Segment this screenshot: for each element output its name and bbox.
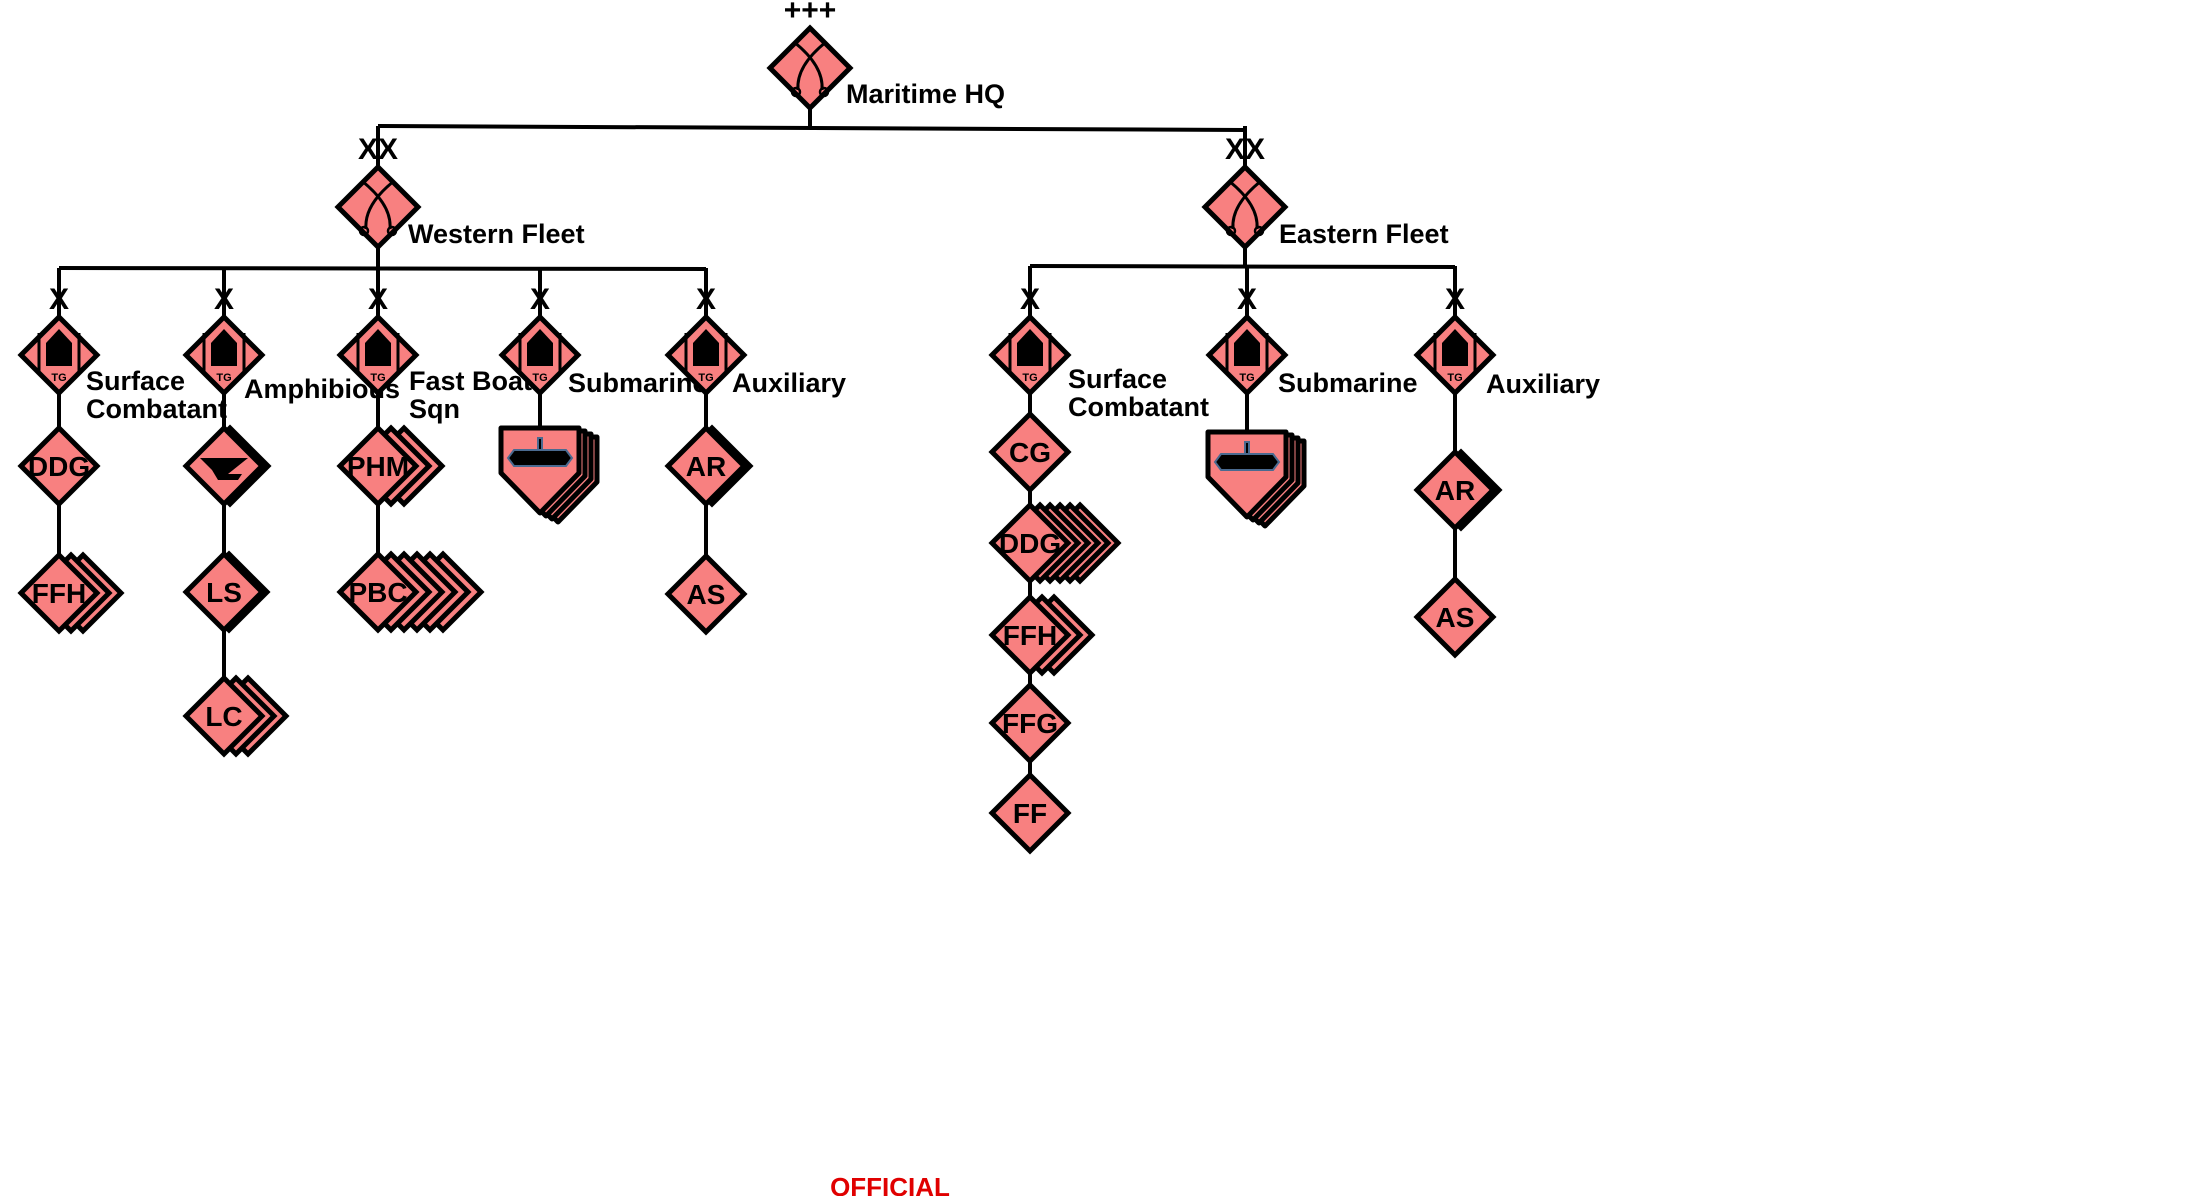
echelon-marker: X — [530, 283, 550, 316]
echelon-marker: X — [1445, 283, 1465, 316]
unit-symbol: DDG — [17, 424, 101, 508]
node-label: Eastern Fleet — [1279, 219, 1449, 249]
task-group-tag: TG — [1239, 372, 1254, 384]
crossed-swords-icon — [790, 40, 830, 98]
unit-abbreviation: AS — [1436, 602, 1475, 633]
node-label: Western Fleet — [408, 219, 585, 249]
unit-abbreviation: DDG — [28, 451, 90, 482]
unit-abbreviation: LS — [206, 577, 242, 608]
unit-symbol: FF — [988, 771, 1072, 855]
echelon-marker: X — [368, 283, 388, 316]
submarine-icon — [1205, 429, 1307, 529]
classification-marking: OFFICIAL — [830, 1172, 950, 1196]
unit-symbol: DDG — [988, 501, 1122, 585]
crossed-swords-icon — [358, 179, 398, 237]
unit-symbol: FFH — [17, 551, 125, 635]
echelon-marker: XX — [1225, 133, 1265, 166]
task-group-tag: TG — [698, 372, 713, 384]
task-group-label: Submarine — [1278, 368, 1418, 398]
unit-abbreviation: PBC — [348, 577, 407, 608]
task-group-node: TG X Auxiliary — [664, 283, 846, 398]
task-group-tag: TG — [1447, 372, 1462, 384]
task-group-label: Auxiliary — [732, 368, 846, 398]
task-group-tag: TG — [51, 372, 66, 384]
task-group-tag: TG — [532, 372, 547, 384]
unit-abbreviation: CG — [1009, 437, 1051, 468]
unit-symbol: AS — [664, 552, 748, 636]
unit-abbreviation: AS — [687, 579, 726, 610]
echelon-marker: X — [696, 283, 716, 316]
unit-symbol: PBC — [336, 550, 485, 634]
task-group-tag: TG — [216, 372, 231, 384]
echelon-marker: +++ — [784, 0, 837, 27]
unit-symbol: LC — [182, 674, 290, 758]
unit-abbreviation: FFG — [1002, 708, 1058, 739]
unit-abbreviation: DDG — [999, 528, 1061, 559]
unit-symbol: LS — [182, 550, 271, 634]
task-group-icon: TG — [356, 329, 400, 384]
unit-abbreviation: FFH — [32, 578, 86, 609]
unit-symbol: PHM — [336, 424, 446, 508]
unit-abbreviation: AR — [686, 451, 726, 482]
task-group-icon: TG — [1433, 329, 1477, 384]
task-group-icon: TG — [202, 329, 246, 384]
maritime-hq-node: +++ Maritime HQ — [766, 0, 1005, 112]
unit-symbol: AS — [1413, 575, 1497, 659]
eastern-fleet-node: XX Eastern Fleet — [1201, 133, 1449, 251]
unit-symbol: FFG — [988, 681, 1072, 765]
echelon-marker: X — [214, 283, 234, 316]
task-group-icon: TG — [518, 329, 562, 384]
unit-abbreviation: LC — [205, 701, 242, 732]
task-group-node: TG X Submarine — [1205, 283, 1418, 398]
echelon-marker: X — [1020, 283, 1040, 316]
task-group-tag: TG — [370, 372, 385, 384]
task-group-icon: TG — [37, 329, 81, 384]
unit-symbol: AR — [664, 424, 754, 508]
task-group-icon: TG — [684, 329, 728, 384]
unit-abbreviation: AR — [1435, 475, 1475, 506]
task-group-node: TG X Auxiliary — [1413, 283, 1600, 399]
unit-symbol: CG — [988, 410, 1072, 494]
landing-ship-icon — [200, 458, 248, 480]
task-group-label: Auxiliary — [1486, 369, 1600, 399]
task-group-icon: TG — [1225, 329, 1269, 384]
echelon-marker: XX — [358, 133, 398, 166]
crossed-swords-icon — [1225, 179, 1265, 237]
node-label: Maritime HQ — [846, 79, 1005, 109]
unit-abbreviation: FFH — [1003, 620, 1057, 651]
unit-abbreviation: FF — [1013, 798, 1047, 829]
unit-symbol: AR — [1413, 448, 1503, 532]
echelon-marker: X — [49, 283, 69, 316]
unit-abbreviation: PHM — [347, 451, 409, 482]
unit-symbol: FFH — [988, 593, 1096, 677]
connector-lines — [57, 108, 1457, 775]
task-group-icon: TG — [1008, 329, 1052, 384]
unit-symbol — [182, 424, 272, 508]
submarine-icon — [498, 425, 600, 525]
task-group-tag: TG — [1022, 372, 1037, 384]
echelon-marker: X — [1237, 283, 1257, 316]
western-fleet-node: XX Western Fleet — [334, 133, 585, 251]
